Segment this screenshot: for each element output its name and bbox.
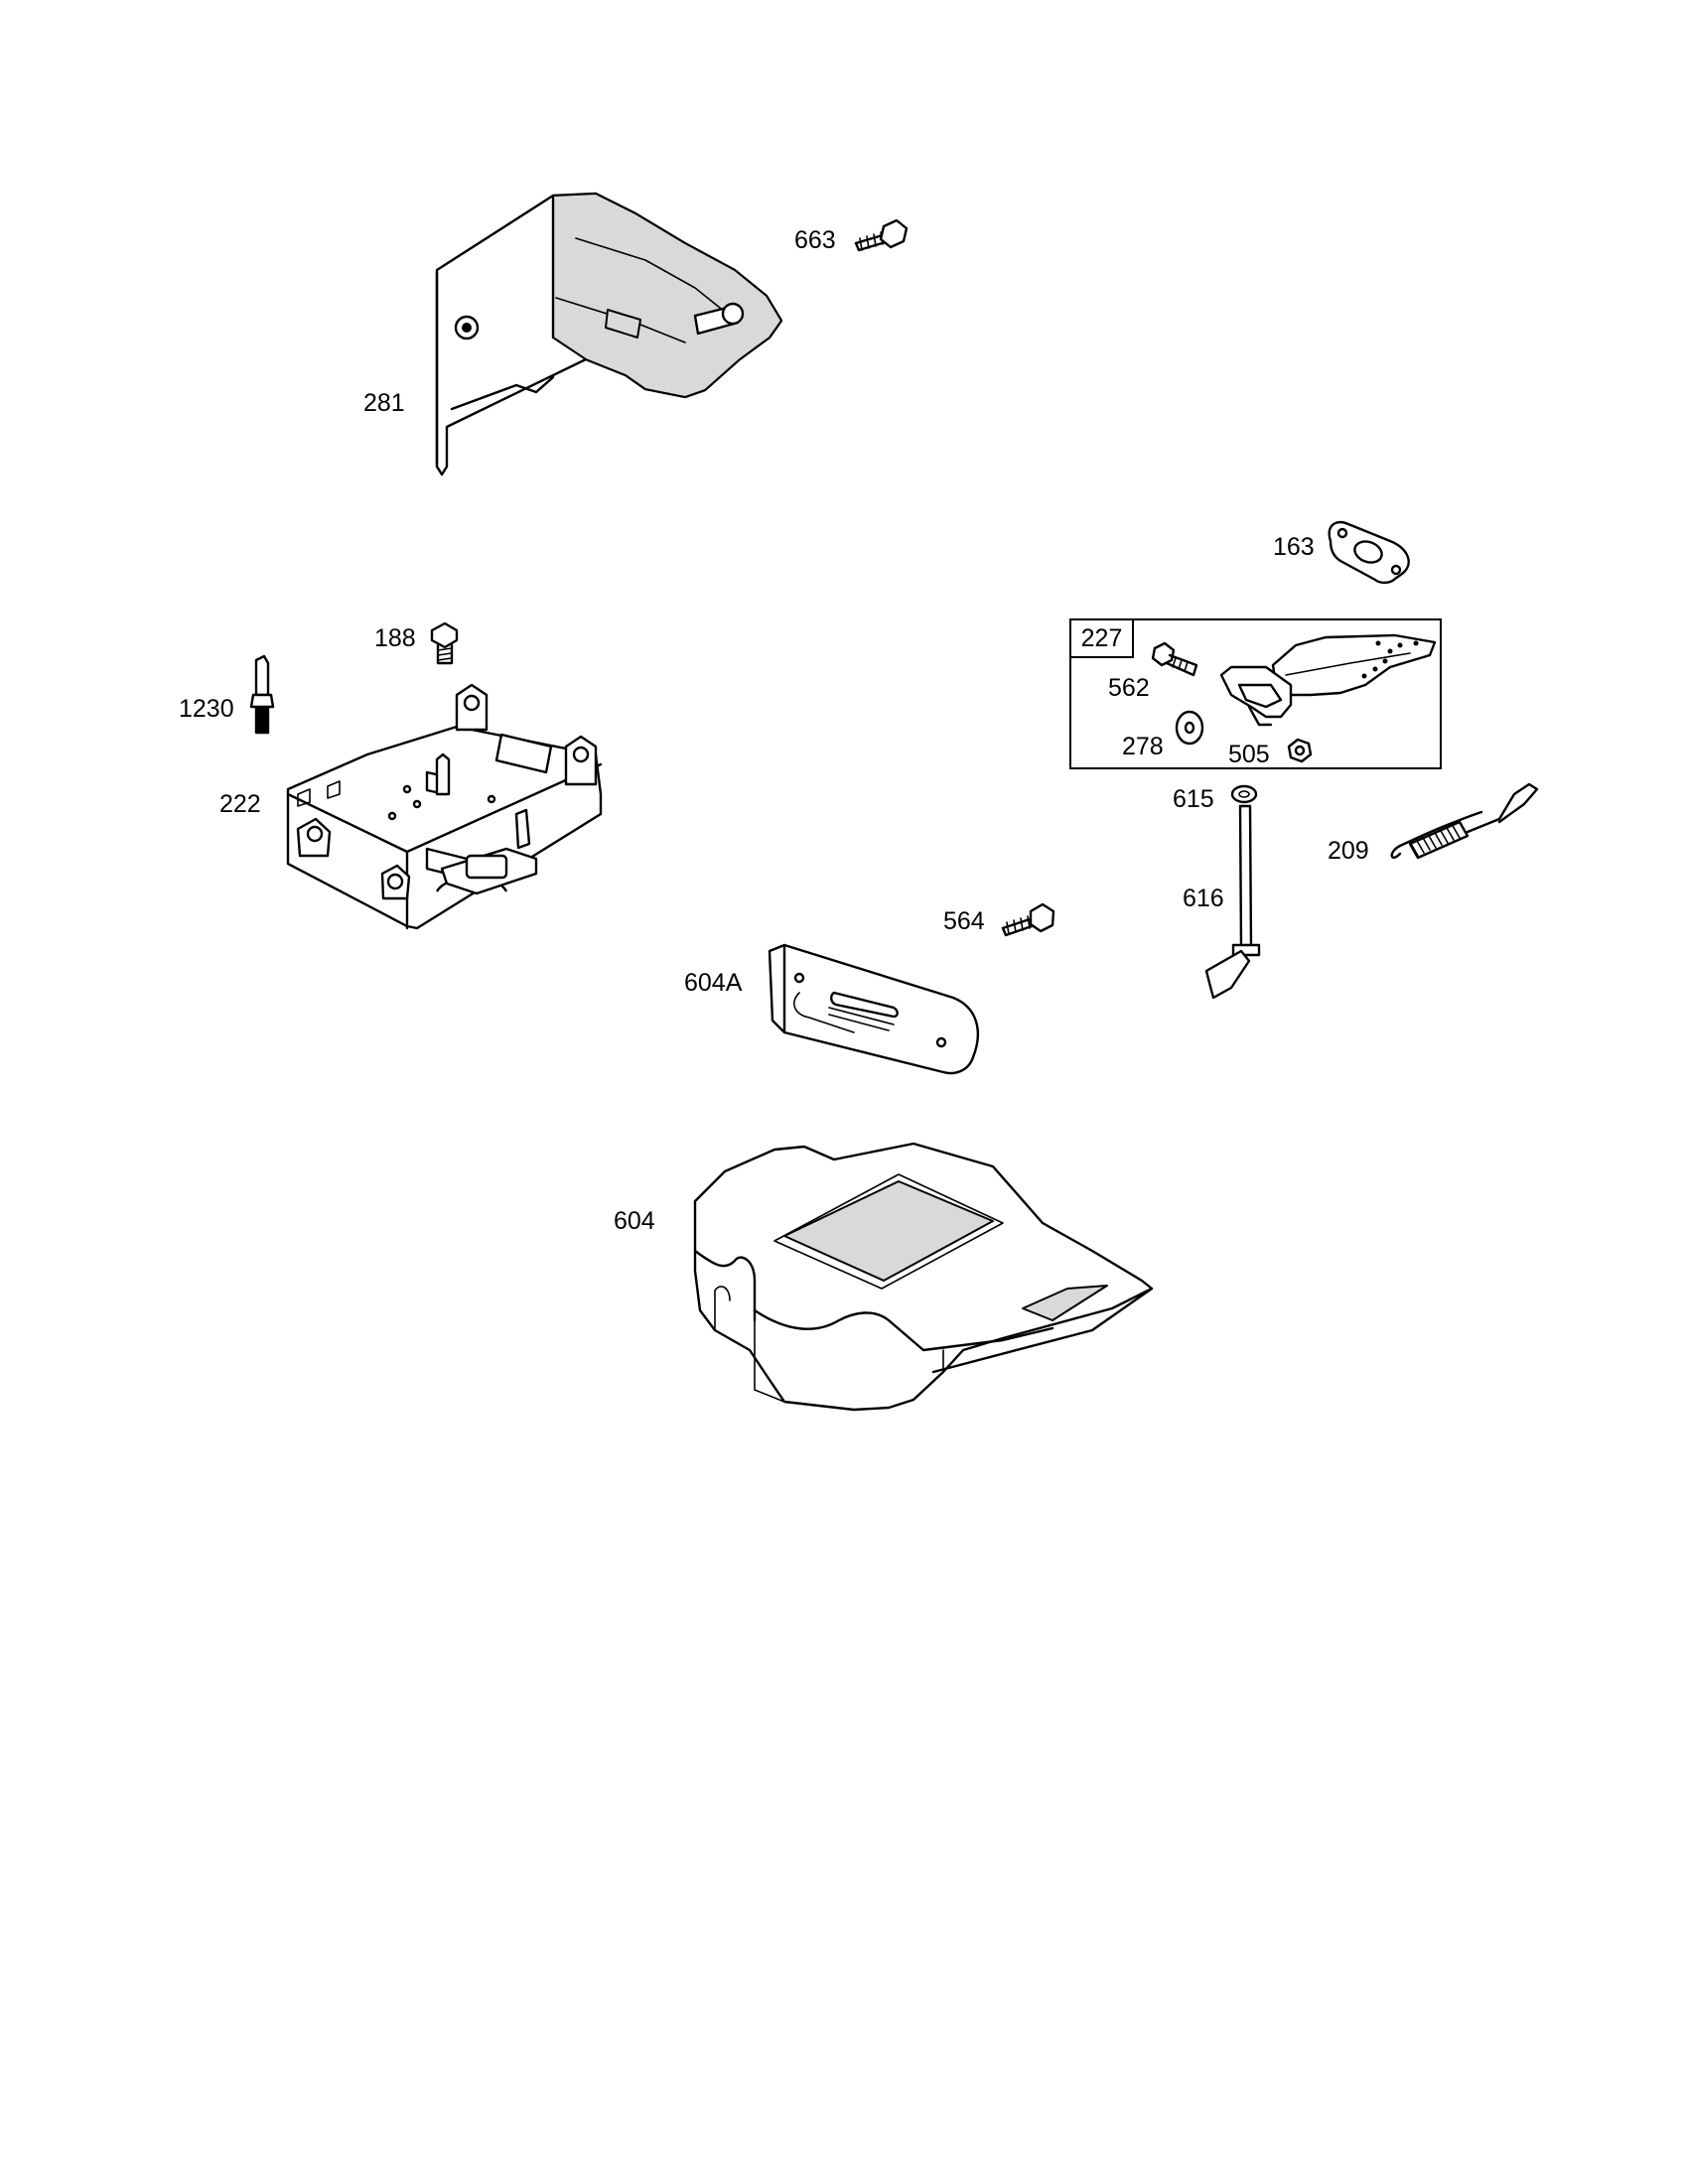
label-227: 227 bbox=[1071, 620, 1134, 658]
part-604-cylinder-shield bbox=[693, 1142, 1154, 1412]
part-604A-air-guide bbox=[768, 943, 980, 1075]
part-278-washer bbox=[1175, 710, 1204, 746]
part-188-screw bbox=[430, 621, 459, 665]
label-663: 663 bbox=[794, 226, 836, 254]
label-562: 562 bbox=[1108, 674, 1150, 702]
part-616-governor-shaft bbox=[1204, 804, 1261, 1000]
label-564: 564 bbox=[943, 907, 985, 935]
label-222: 222 bbox=[219, 790, 261, 818]
governor-kit-box: 227 bbox=[1069, 618, 1442, 769]
part-227-governor-lever bbox=[1219, 633, 1437, 727]
part-505-nut bbox=[1287, 738, 1313, 763]
label-604A: 604A bbox=[684, 969, 743, 997]
part-1230-stud bbox=[249, 654, 275, 735]
part-615-clip bbox=[1230, 784, 1258, 804]
label-188: 188 bbox=[374, 624, 416, 652]
label-163: 163 bbox=[1273, 533, 1315, 561]
part-209-spring bbox=[1390, 782, 1539, 860]
label-281: 281 bbox=[363, 389, 405, 417]
label-1230: 1230 bbox=[179, 695, 234, 723]
part-564-bolt bbox=[1001, 902, 1055, 937]
part-562-bolt bbox=[1151, 641, 1198, 677]
part-163-gasket bbox=[1328, 520, 1410, 585]
label-616: 616 bbox=[1183, 885, 1224, 912]
part-222-base-plate bbox=[286, 683, 603, 930]
label-604: 604 bbox=[614, 1207, 655, 1235]
part-663-bolt bbox=[854, 218, 909, 252]
label-209: 209 bbox=[1328, 837, 1369, 865]
label-505: 505 bbox=[1228, 741, 1270, 768]
part-281-shroud bbox=[435, 192, 783, 477]
label-278: 278 bbox=[1122, 733, 1164, 760]
label-615: 615 bbox=[1173, 785, 1214, 813]
